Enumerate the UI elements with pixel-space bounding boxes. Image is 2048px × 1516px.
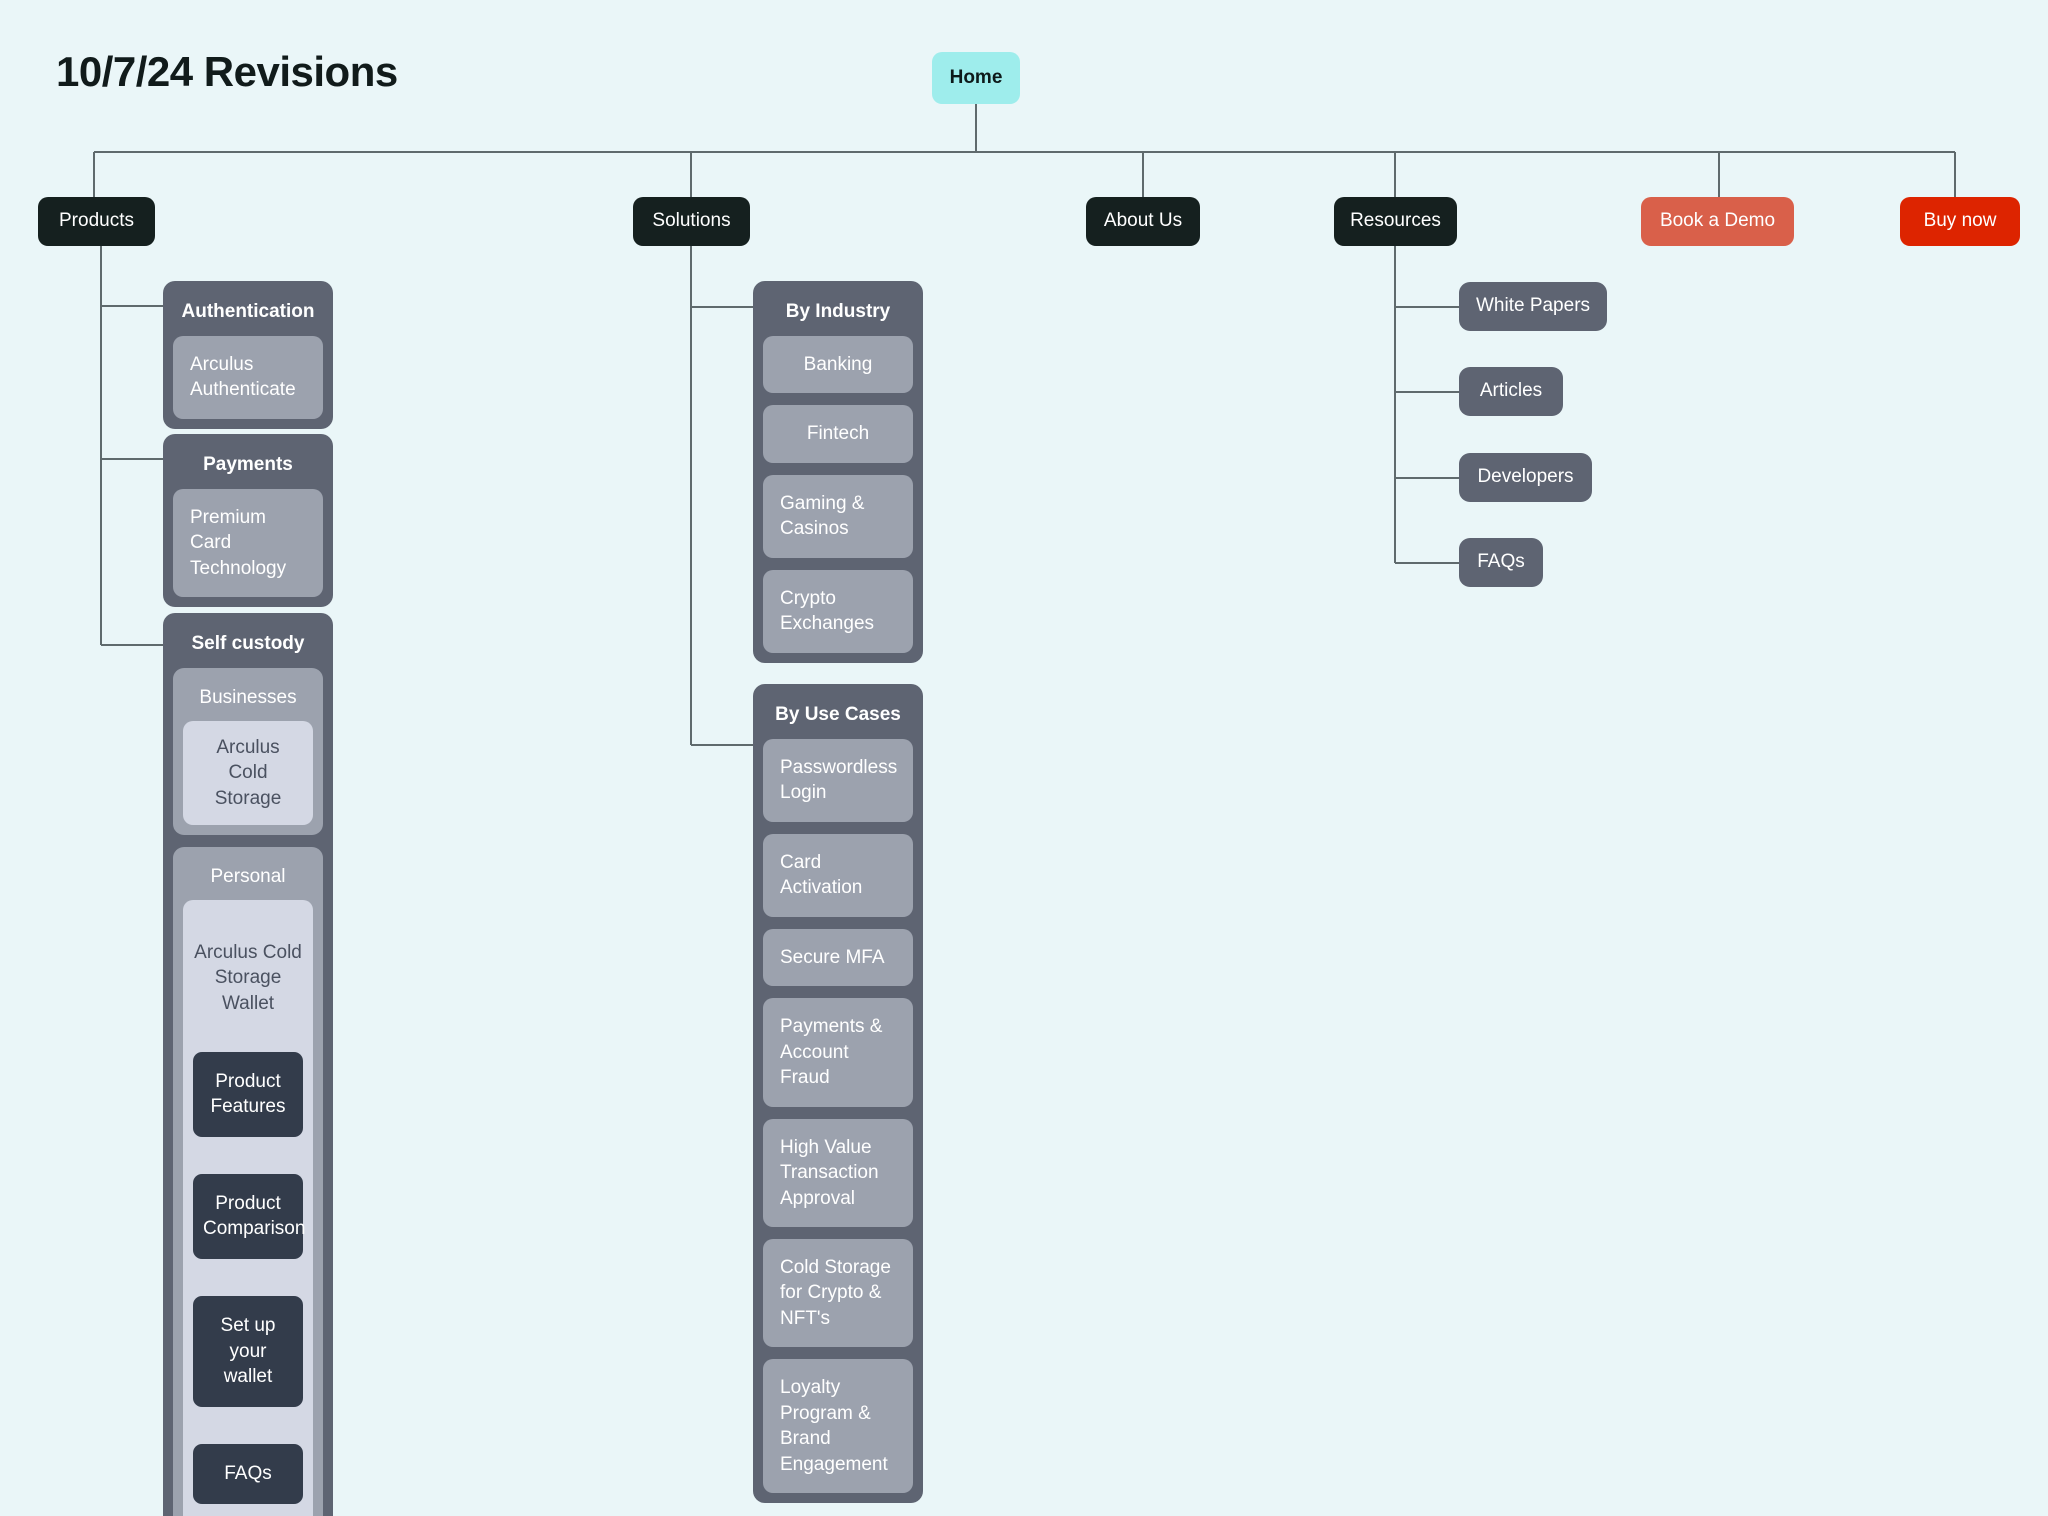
wallet-title: Arculus Cold Storage Wallet (194, 941, 302, 1014)
node-premium-card-technology[interactable]: Premium Card Technology (173, 489, 323, 598)
group-by-use-cases-title: By Use Cases (775, 704, 901, 725)
node-products[interactable]: Products (38, 197, 155, 246)
node-crypto-exchanges[interactable]: Crypto Exchanges (763, 569, 913, 653)
node-about-us[interactable]: About Us (1086, 197, 1200, 246)
node-passwordless-login[interactable]: Passwordless Login (763, 739, 913, 822)
node-arculus-cold-storage-wallet[interactable]: Arculus Cold Storage Wallet Product Feat… (183, 900, 313, 1516)
node-arculus-cold-storage[interactable]: Arculus Cold Storage (183, 721, 313, 826)
node-book-a-demo[interactable]: Book a Demo (1641, 197, 1794, 246)
group-self-custody: Self custody Businesses Arculus Cold Sto… (163, 613, 333, 1516)
node-fintech[interactable]: Fintech (763, 405, 913, 463)
node-payments-account-fraud[interactable]: Payments & Account Fraud (763, 998, 913, 1107)
group-authentication: Authentication Arculus Authenticate (163, 281, 333, 429)
subgroup-businesses-title: Businesses (199, 687, 297, 708)
subgroup-businesses: Businesses Arculus Cold Storage (173, 668, 323, 836)
node-resources-faqs[interactable]: FAQs (1459, 538, 1543, 587)
group-authentication-title: Authentication (181, 301, 315, 322)
node-set-up-your-wallet[interactable]: Set up your wallet (193, 1296, 303, 1407)
node-banking[interactable]: Banking (763, 336, 913, 394)
node-product-features[interactable]: Product Features (193, 1051, 303, 1137)
node-loyalty-program-brand-engagement[interactable]: Loyalty Program & Brand Engagement (763, 1359, 913, 1494)
node-card-activation[interactable]: Card Activation (763, 833, 913, 917)
group-payments: Payments Premium Card Technology (163, 434, 333, 608)
group-self-custody-title: Self custody (191, 633, 305, 654)
page-title: 10/7/24 Revisions (56, 48, 398, 95)
node-articles[interactable]: Articles (1459, 367, 1563, 416)
node-arculus-authenticate[interactable]: Arculus Authenticate (173, 336, 323, 419)
node-solutions[interactable]: Solutions (633, 197, 750, 246)
node-buy-now[interactable]: Buy now (1900, 197, 2020, 246)
node-home[interactable]: Home (932, 52, 1020, 104)
group-by-industry-title: By Industry (785, 301, 891, 322)
group-payments-title: Payments (203, 454, 293, 475)
node-white-papers[interactable]: White Papers (1459, 282, 1607, 331)
node-secure-mfa[interactable]: Secure MFA (763, 928, 913, 987)
node-resources[interactable]: Resources (1334, 197, 1457, 246)
node-wallet-faqs[interactable]: FAQs (193, 1444, 303, 1504)
group-by-use-cases: By Use Cases Passwordless Login Card Act… (753, 684, 923, 1504)
group-by-industry: By Industry Banking Fintech Gaming & Cas… (753, 281, 923, 663)
node-developers[interactable]: Developers (1459, 453, 1592, 502)
subgroup-personal: Personal Arculus Cold Storage Wallet Pro… (173, 847, 323, 1516)
node-product-comparison[interactable]: Product Comparison (193, 1173, 305, 1259)
node-cold-storage-crypto-nft[interactable]: Cold Storage for Crypto & NFT's (763, 1238, 913, 1348)
subgroup-personal-title: Personal (210, 866, 286, 888)
node-high-value-transaction-approval[interactable]: High Value Transaction Approval (763, 1118, 913, 1227)
node-gaming-casinos[interactable]: Gaming & Casinos (763, 474, 913, 558)
